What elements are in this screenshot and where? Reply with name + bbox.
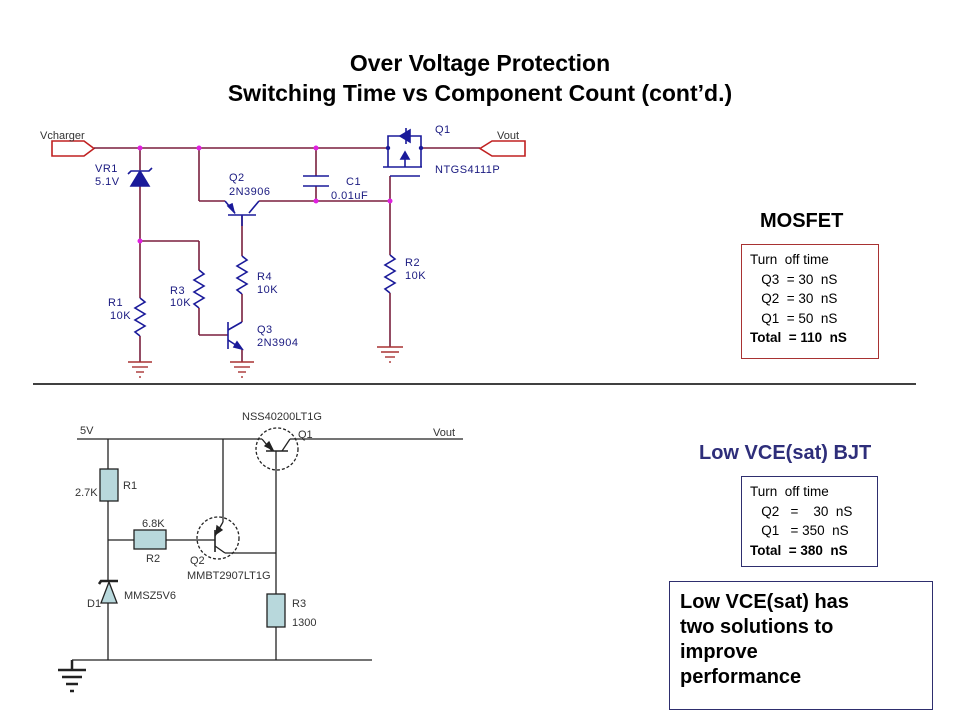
junction [196, 145, 202, 151]
timing-row: Turn off time [750, 252, 829, 267]
r1-value: 10K [110, 310, 131, 322]
q1-body-diode [398, 128, 411, 144]
r4-value: 10K [257, 284, 278, 296]
junction [387, 198, 393, 204]
bjt-timing-box: Turn off time Q2 = 30 nS Q1 = 350 nS Tot… [741, 476, 878, 567]
note-box: Low VCE(sat) has two solutions to improv… [669, 581, 933, 710]
r3-ref: R3 [170, 285, 185, 297]
d1-zener-diode [100, 580, 118, 604]
bjt-heading: Low VCE(sat) BJT [699, 442, 872, 464]
q2-ref: Q2 [229, 172, 245, 184]
q3-arrow [232, 340, 244, 351]
vout-label-top: Vout [497, 130, 519, 142]
timing-total: Total = 110 nS [750, 330, 847, 345]
bjt-circuit [58, 427, 463, 693]
r2-value: 10K [405, 270, 426, 282]
q2-collector [214, 545, 226, 554]
ground-icon [58, 660, 86, 693]
q1-ref-bjt: Q1 [298, 429, 313, 441]
vcharger-label: Vcharger [40, 130, 85, 142]
q2-ref-bjt: Q2 [190, 555, 205, 567]
vr1-ref: VR1 [95, 163, 118, 175]
q2-part-bjt: MMBT2907LT1G [187, 570, 271, 582]
junction-dots [137, 145, 393, 244]
junction [385, 145, 391, 151]
junction [313, 198, 319, 204]
d1-zener-bar [97, 579, 118, 585]
q1-part-bjt: NSS40200LT1G [242, 411, 322, 423]
timing-row: Q1 = 350 nS [750, 523, 849, 538]
r4-resistor [235, 255, 249, 295]
r3-value: 10K [170, 297, 191, 309]
timing-row: Q2 = 30 nS [750, 291, 838, 306]
r1-value-bjt: 2.7K [75, 487, 98, 499]
q2-part: 2N3906 [229, 186, 271, 198]
d1-ref-bjt: D1 [87, 598, 101, 610]
mosfet-circuit-components [127, 128, 422, 351]
r3-resistor [192, 269, 206, 309]
slide-title-line1: Over Voltage Protection [349, 50, 611, 76]
junction [137, 238, 143, 244]
ground-symbols-top [128, 346, 403, 378]
timing-row: Turn off time [750, 484, 829, 499]
c1-ref: C1 [346, 176, 361, 188]
timing-total: Total = 380 nS [750, 542, 848, 558]
supply-5v-label: 5V [80, 425, 94, 437]
r3-ref-bjt: R3 [292, 598, 306, 610]
ground-icon [128, 361, 152, 378]
q1-ref: Q1 [435, 124, 451, 136]
q1-collector [281, 438, 291, 452]
r1-ref-bjt: R1 [123, 480, 137, 492]
note-line: two solutions to [680, 616, 834, 638]
d1-part-bjt: MMSZ5V6 [124, 590, 176, 602]
slide-title-line2: Switching Time vs Component Count (cont’… [227, 80, 733, 106]
timing-row: Q3 = 30 nS [750, 271, 838, 287]
r2-value-bjt: 6.8K [142, 518, 165, 530]
r4-ref: R4 [257, 271, 272, 283]
q3-ref: Q3 [257, 324, 273, 336]
r2-resistor [133, 529, 167, 550]
q1-arrow [263, 440, 275, 452]
mosfet-heading: MOSFET [760, 210, 844, 232]
q3-collector [227, 321, 243, 331]
junction [137, 145, 143, 151]
note-line: improve [680, 641, 758, 663]
ground-icon [377, 346, 403, 363]
r2-resistor [383, 254, 397, 294]
r3-value-bjt: 1300 [292, 617, 316, 629]
note-line: Low VCE(sat) has [680, 591, 849, 613]
q1-outline [255, 427, 299, 471]
junction [418, 145, 424, 151]
vr1-zener-bar [127, 167, 153, 175]
r1-resistor [133, 297, 147, 337]
r2-ref-bjt: R2 [146, 553, 160, 565]
mosfet-timing-box: Turn off time Q3 = 30 nS Q2 = 30 nS Q1 =… [741, 244, 879, 359]
c1-value: 0.01uF [331, 190, 368, 202]
q2-outline [196, 516, 240, 560]
vr1-value: 5.1V [95, 176, 120, 188]
q3-part: 2N3904 [257, 337, 299, 349]
r1-resistor [99, 468, 119, 502]
r3-resistor [266, 593, 286, 628]
q2-arrow [226, 202, 236, 215]
note-line: performance [680, 666, 802, 688]
junction [313, 145, 319, 151]
vcharger-port [51, 140, 96, 157]
mosfet-circuit [51, 140, 526, 362]
timing-row: Q1 = 50 nS [750, 310, 838, 326]
vout-port [478, 140, 526, 157]
r2-ref: R2 [405, 257, 420, 269]
timing-row: Q2 = 30 nS [750, 503, 853, 519]
q1-body-arrow [399, 150, 411, 160]
vr1-zener-diode [129, 169, 151, 187]
q2-arrow [215, 524, 224, 536]
q2-collector [248, 200, 260, 214]
r1-ref: R1 [108, 297, 123, 309]
vout-label-bottom: Vout [433, 427, 455, 439]
q1-part: NTGS4111P [435, 164, 500, 176]
ground-icon [230, 361, 254, 378]
